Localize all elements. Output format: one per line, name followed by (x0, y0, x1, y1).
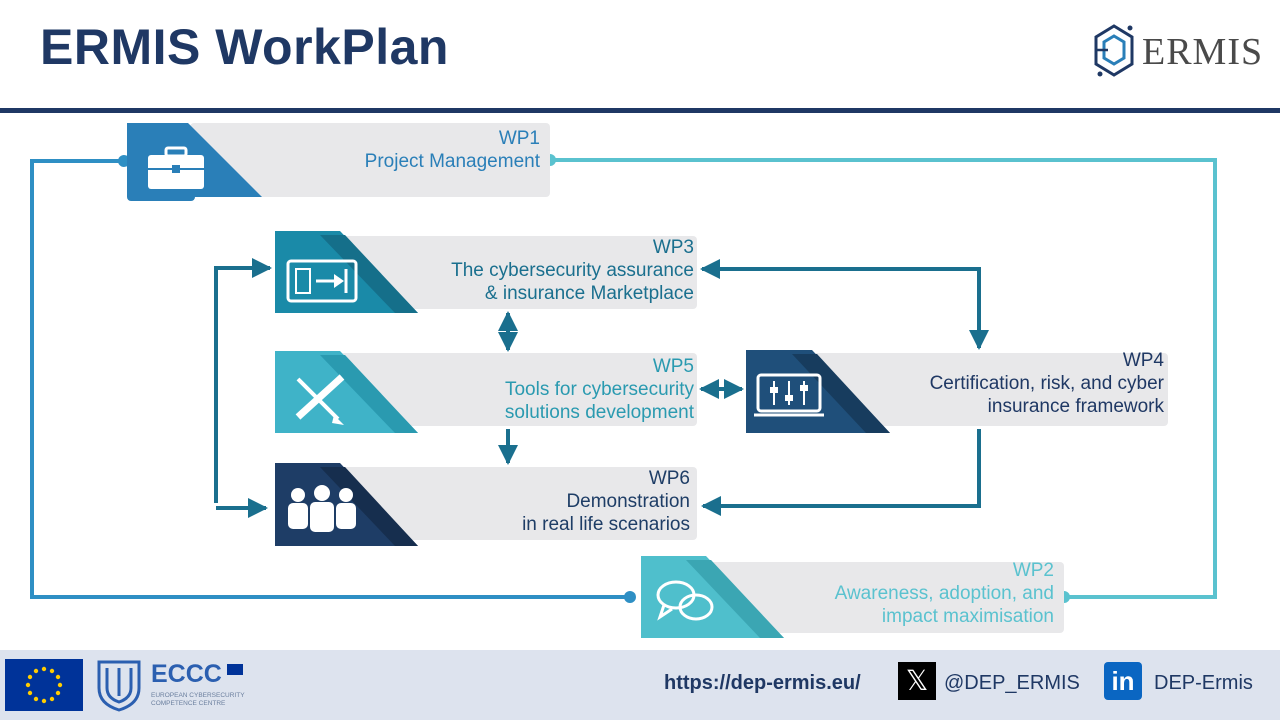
briefcase-icon (148, 146, 204, 189)
transfer-icon (286, 259, 358, 303)
x-logo-icon[interactable]: 𝕏 (898, 662, 936, 700)
linkedin-handle-link[interactable]: DEP-Ermis (1154, 672, 1253, 694)
wp4-code: WP4 (1122, 350, 1164, 371)
wp2-block (641, 556, 1064, 638)
wp4-title-line2: insurance framework (987, 396, 1164, 417)
eccc-shield-icon (97, 660, 141, 712)
x-handle-link[interactable]: @DEP_ERMIS (944, 672, 1080, 694)
eccc-subtitle: EUROPEAN CYBERSECURITY COMPETENCE CENTRE (151, 692, 245, 707)
wp5-title-line2: solutions development (504, 402, 694, 423)
wp2-title-line1: Awareness, adoption, and (834, 583, 1054, 604)
website-link[interactable]: https://dep-ermis.eu/ (664, 672, 861, 694)
connector-wp1-wp2-left (30, 159, 630, 599)
connector-wp4-wp6 (701, 429, 981, 516)
wp2-code: WP2 (1012, 560, 1054, 581)
connector-left-wp3 (214, 258, 272, 503)
wp2-title-line2: impact maximisation (881, 606, 1054, 627)
wp6-title-line1: Demonstration (566, 491, 690, 512)
connector-wp1-wp2-right (550, 158, 1217, 599)
connector-layer (30, 123, 1217, 638)
wp6-title-line2: in real life scenarios (522, 514, 690, 535)
eu-flag-icon (5, 659, 83, 711)
connector-wp3-wp4 (700, 259, 989, 350)
wp6-code: WP6 (648, 468, 690, 489)
eccc-name: ECCC (151, 660, 222, 688)
eccc-logo: ECCC EUROPEAN CYBERSECURITY COMPETENCE C… (95, 658, 255, 714)
wp5-title-line1: Tools for cybersecurity (504, 379, 694, 400)
tools-icon (295, 374, 345, 425)
wp1-title: Project Management (364, 151, 540, 172)
footer-bar: ECCC EUROPEAN CYBERSECURITY COMPETENCE C… (0, 650, 1280, 720)
workplan-diagram: WP1 Project Management WP3 The cybersecu… (0, 113, 1280, 650)
wp4-block (746, 350, 1168, 433)
wp3-title-line1: The cybersecurity assurance (451, 260, 694, 281)
wp1-code: WP1 (498, 128, 540, 149)
wp3-title-line2: & insurance Marketplace (484, 283, 694, 304)
wp3-code: WP3 (652, 237, 694, 258)
linkedin-logo-icon[interactable]: in (1104, 662, 1142, 700)
people-icon (288, 485, 356, 532)
wp5-code: WP5 (652, 356, 694, 377)
wp6-block (275, 463, 697, 546)
header-divider (0, 108, 1280, 113)
ermis-logo-icon (1094, 24, 1134, 77)
ermis-logo-text: ERMIS (1142, 31, 1264, 73)
wp1-block (127, 123, 550, 201)
ermis-logo: ERMIS (1092, 22, 1270, 82)
chat-icon (656, 580, 714, 621)
page-title: ERMIS WorkPlan (40, 19, 449, 75)
wp3-block (275, 231, 697, 313)
eccc-eu-flag-icon (227, 664, 243, 675)
wp4-title-line1: Certification, risk, and cyber (929, 373, 1164, 394)
sliders-icon (754, 373, 824, 417)
wp5-block (275, 351, 697, 433)
